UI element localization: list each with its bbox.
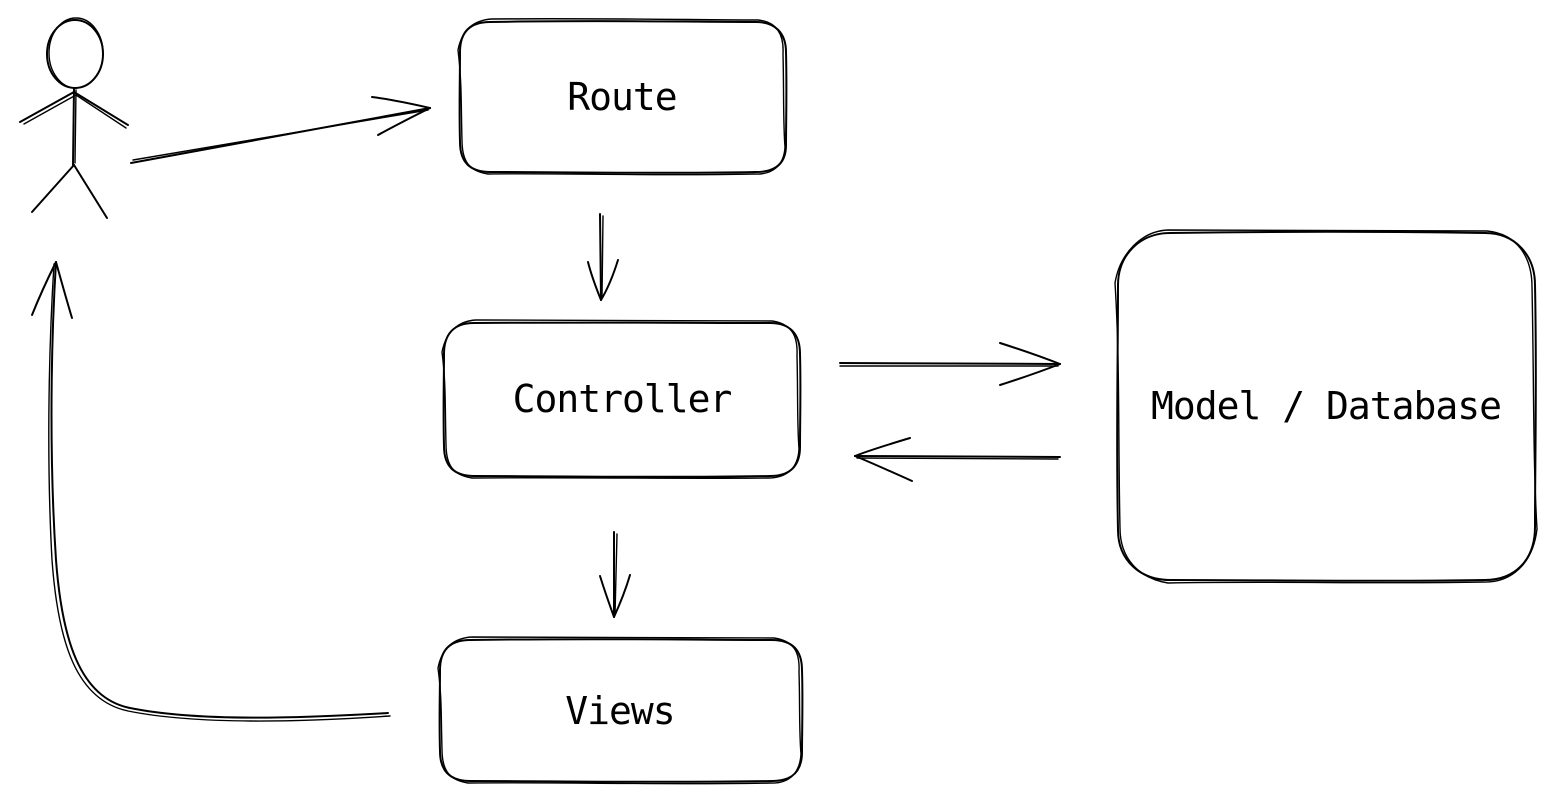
views-label: Views (565, 689, 674, 733)
route-label: Route (567, 75, 676, 119)
arrow-user-to-route (130, 96, 431, 164)
arrow-model-to-controller (854, 437, 1061, 482)
controller-node: Controller (441, 319, 802, 479)
views-node: Views (437, 636, 804, 785)
arrow-route-to-controller (587, 213, 619, 301)
arrow-views-to-user (31, 261, 391, 722)
arrow-controller-to-model (839, 342, 1061, 386)
route-node: Route (457, 18, 788, 176)
controller-label: Controller (513, 377, 732, 421)
model-database-label: Model / Database (1151, 384, 1501, 428)
stick-figure-user-icon (19, 17, 129, 219)
arrow-controller-to-views (599, 531, 631, 618)
model-database-node: Model / Database (1114, 229, 1538, 584)
